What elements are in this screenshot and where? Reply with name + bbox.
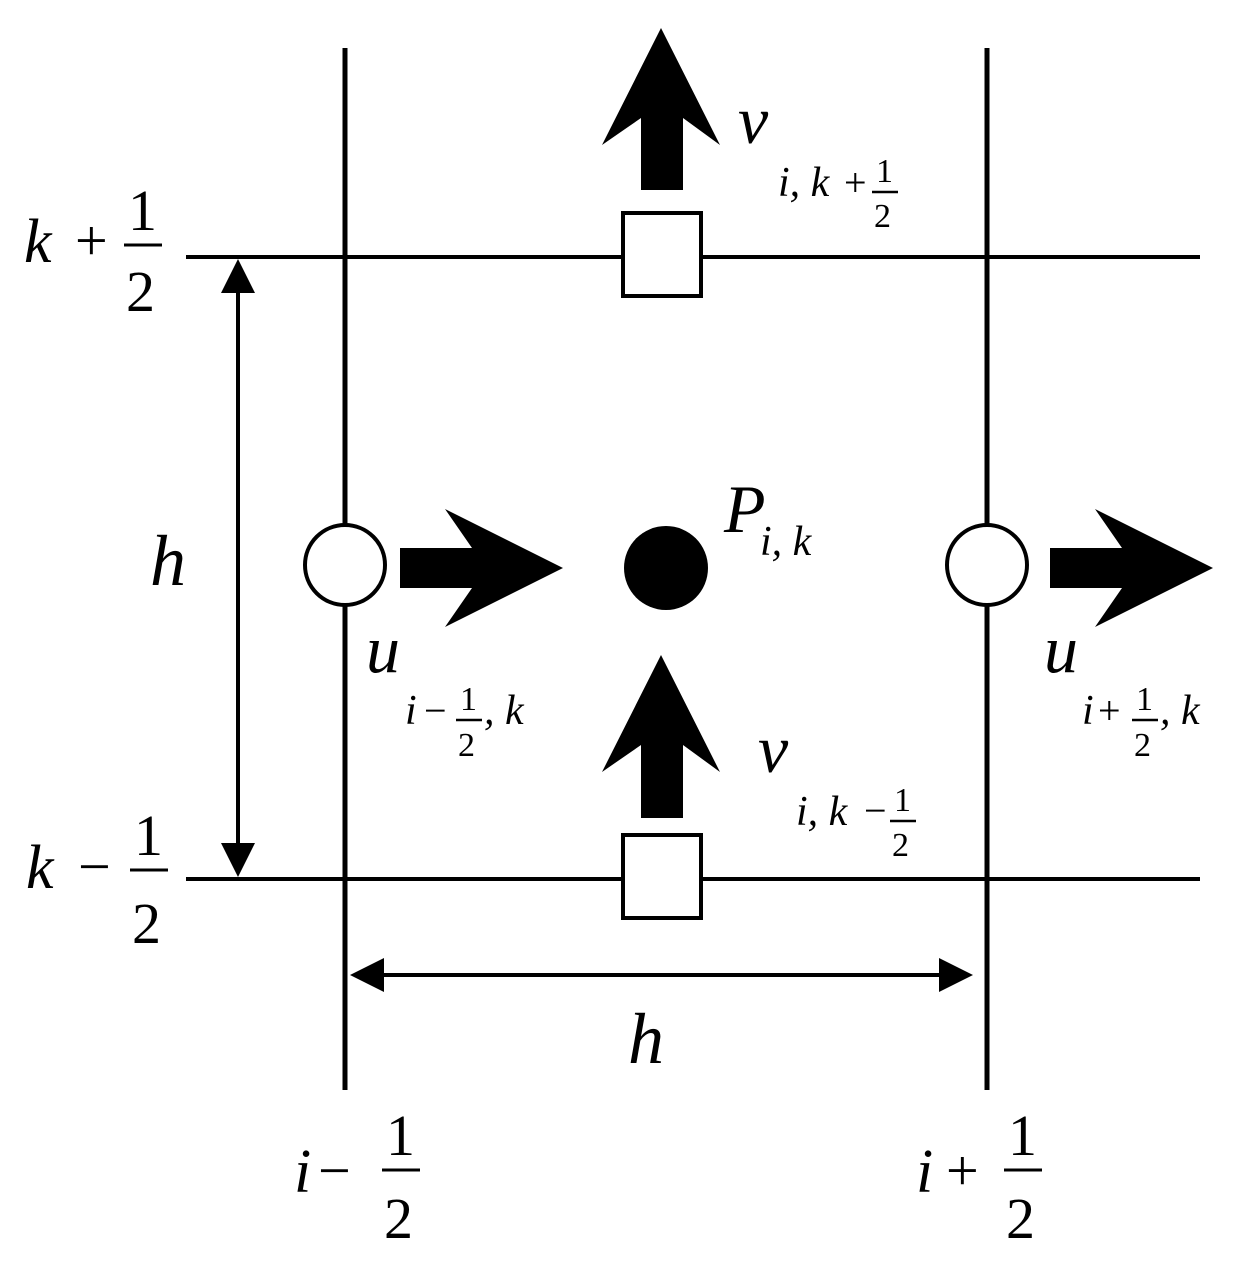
svg-text:+: +: [946, 1138, 979, 1203]
svg-text:i, k: i, k: [796, 789, 849, 835]
svg-text:u: u: [366, 611, 400, 687]
label-k-minus-half: k − 1 2: [26, 803, 168, 956]
svg-text:v: v: [758, 711, 789, 787]
svg-text:1: 1: [876, 153, 893, 190]
u-left-node: [303, 523, 387, 607]
svg-text:1: 1: [460, 681, 477, 718]
pressure-node: [624, 526, 708, 610]
v-top-node: [621, 211, 703, 298]
u-right-node: [945, 523, 1029, 607]
label-i-minus-half: i − 1 2: [294, 1103, 420, 1251]
svg-text:2: 2: [384, 1186, 413, 1251]
v-bottom-arrow: [602, 655, 720, 818]
v-top-arrow: [602, 28, 720, 190]
svg-text:, k: , k: [484, 688, 525, 734]
label-h-horizontal: h: [628, 999, 664, 1079]
svg-text:2: 2: [892, 827, 909, 864]
label-k-plus-half: k + 1 2: [24, 178, 162, 324]
svg-text:2: 2: [874, 198, 891, 235]
svg-text:1: 1: [128, 178, 157, 243]
v-bottom-node: [621, 833, 703, 920]
svg-text:+: +: [844, 160, 867, 205]
svg-text:2: 2: [1134, 727, 1151, 764]
label-u-right: u i + 1 2 , k: [1044, 611, 1201, 764]
u-left-arrow: [400, 509, 563, 627]
label-v-top: v i, k + 1 2: [738, 82, 898, 235]
svg-text:u: u: [1044, 611, 1078, 687]
dimension-arrow-horizontal: [350, 958, 973, 992]
svg-text:−: −: [78, 834, 111, 899]
svg-text:1: 1: [1008, 1103, 1037, 1168]
svg-text:i, k: i, k: [778, 160, 831, 206]
svg-text:, k: , k: [1160, 688, 1201, 734]
svg-text:−: −: [424, 688, 447, 733]
svg-text:−: −: [318, 1138, 351, 1203]
svg-text:i: i: [1082, 688, 1094, 734]
svg-text:k: k: [24, 208, 53, 276]
svg-text:2: 2: [1006, 1186, 1035, 1251]
svg-text:2: 2: [458, 727, 475, 764]
u-right-arrow: [1050, 509, 1213, 627]
svg-text:i: i: [405, 688, 417, 734]
svg-text:1: 1: [1136, 681, 1153, 718]
label-i-plus-half: i + 1 2: [916, 1103, 1042, 1251]
svg-text:+: +: [75, 208, 108, 273]
svg-text:v: v: [738, 82, 769, 158]
label-v-bottom: v i, k − 1 2: [758, 711, 916, 864]
svg-text:i, k: i, k: [760, 519, 813, 565]
svg-text:i: i: [916, 1138, 933, 1206]
svg-text:1: 1: [134, 803, 163, 868]
svg-text:1: 1: [386, 1103, 415, 1168]
label-u-left: u i − 1 2 , k: [366, 611, 525, 764]
svg-text:2: 2: [126, 259, 155, 324]
label-pressure: P i, k: [723, 471, 813, 565]
svg-text:+: +: [1098, 688, 1121, 733]
label-h-vertical: h: [150, 521, 186, 601]
svg-text:1: 1: [894, 782, 911, 819]
svg-text:P: P: [723, 471, 766, 547]
dimension-arrow-vertical: [221, 259, 255, 877]
svg-text:k: k: [26, 834, 55, 902]
svg-text:i: i: [294, 1138, 311, 1206]
svg-text:−: −: [864, 788, 887, 833]
svg-text:2: 2: [132, 891, 161, 956]
